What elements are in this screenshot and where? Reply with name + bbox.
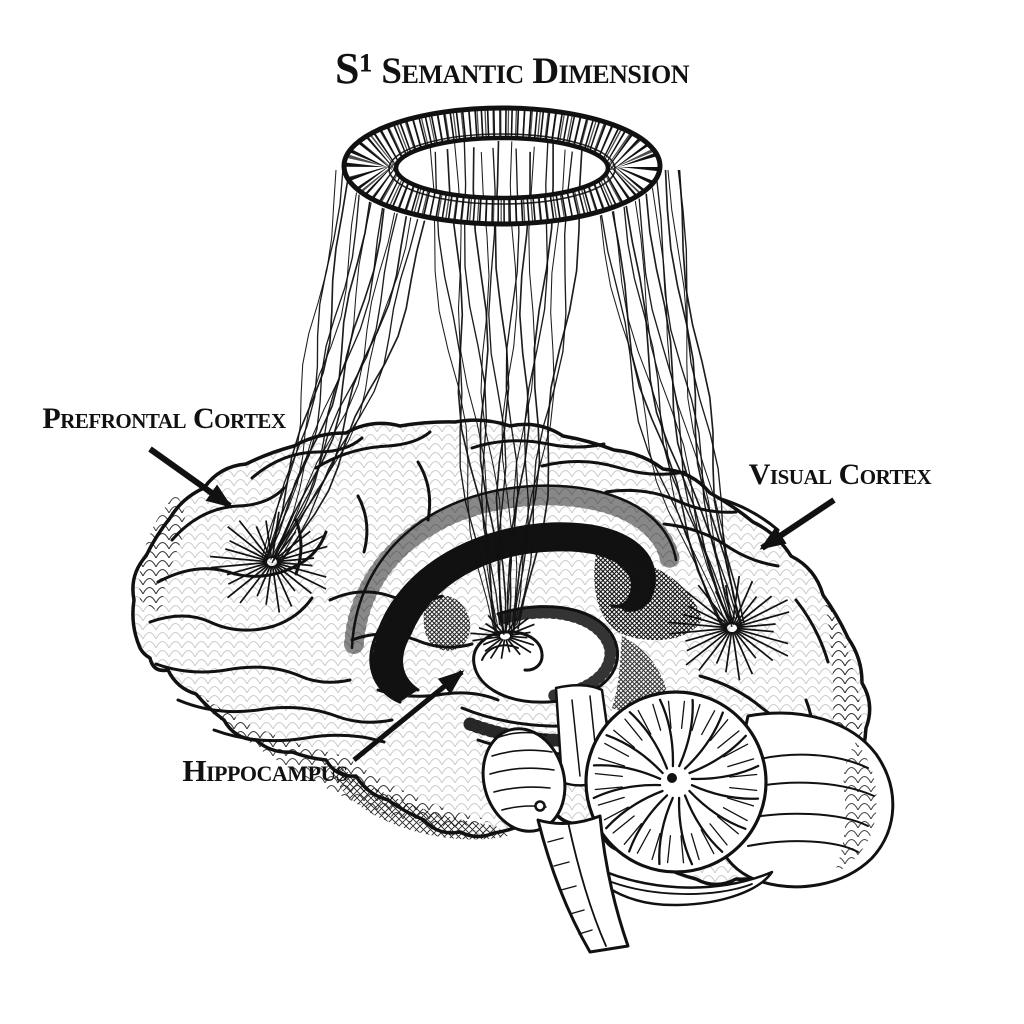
label-visual-cortex: Visual Cortex: [748, 458, 932, 491]
torus-inner-rim: [393, 135, 611, 201]
hippocampus-structure: [472, 605, 620, 704]
label-prefrontal-cortex-text: Prefrontal Cortex: [42, 402, 286, 435]
label-prefrontal-cortex: Prefrontal Cortex: [42, 402, 286, 435]
pons: [481, 727, 567, 833]
cerebellum-folia: [592, 698, 760, 866]
prefrontal-arrow: [148, 446, 233, 509]
fiber-streams: [261, 140, 745, 635]
cerebellum: [584, 690, 768, 874]
medial-cut-structures: [344, 484, 702, 756]
annotation-arrows: [148, 446, 836, 762]
title-text: Semantic Dimension: [381, 51, 689, 92]
visual-arrow: [759, 497, 836, 551]
torus-ring: [341, 105, 663, 227]
brain-figure: [131, 418, 895, 954]
label-hippocampus-text: Hippocampus: [182, 753, 348, 788]
label-visual-cortex-text: Visual Cortex: [748, 458, 932, 491]
label-hippocampus: Hippocampus: [182, 753, 348, 788]
title-symbol: S¹: [335, 44, 373, 93]
brainstem-spinal-cord: [536, 814, 630, 954]
torus-outer-rim: [341, 105, 663, 227]
diagram-title: S¹ Semantic Dimension: [335, 44, 689, 93]
under-temporal-shadow: [330, 764, 508, 840]
cerebellum-lower-folds: [582, 860, 774, 907]
hippocampus-arrow: [352, 670, 465, 762]
